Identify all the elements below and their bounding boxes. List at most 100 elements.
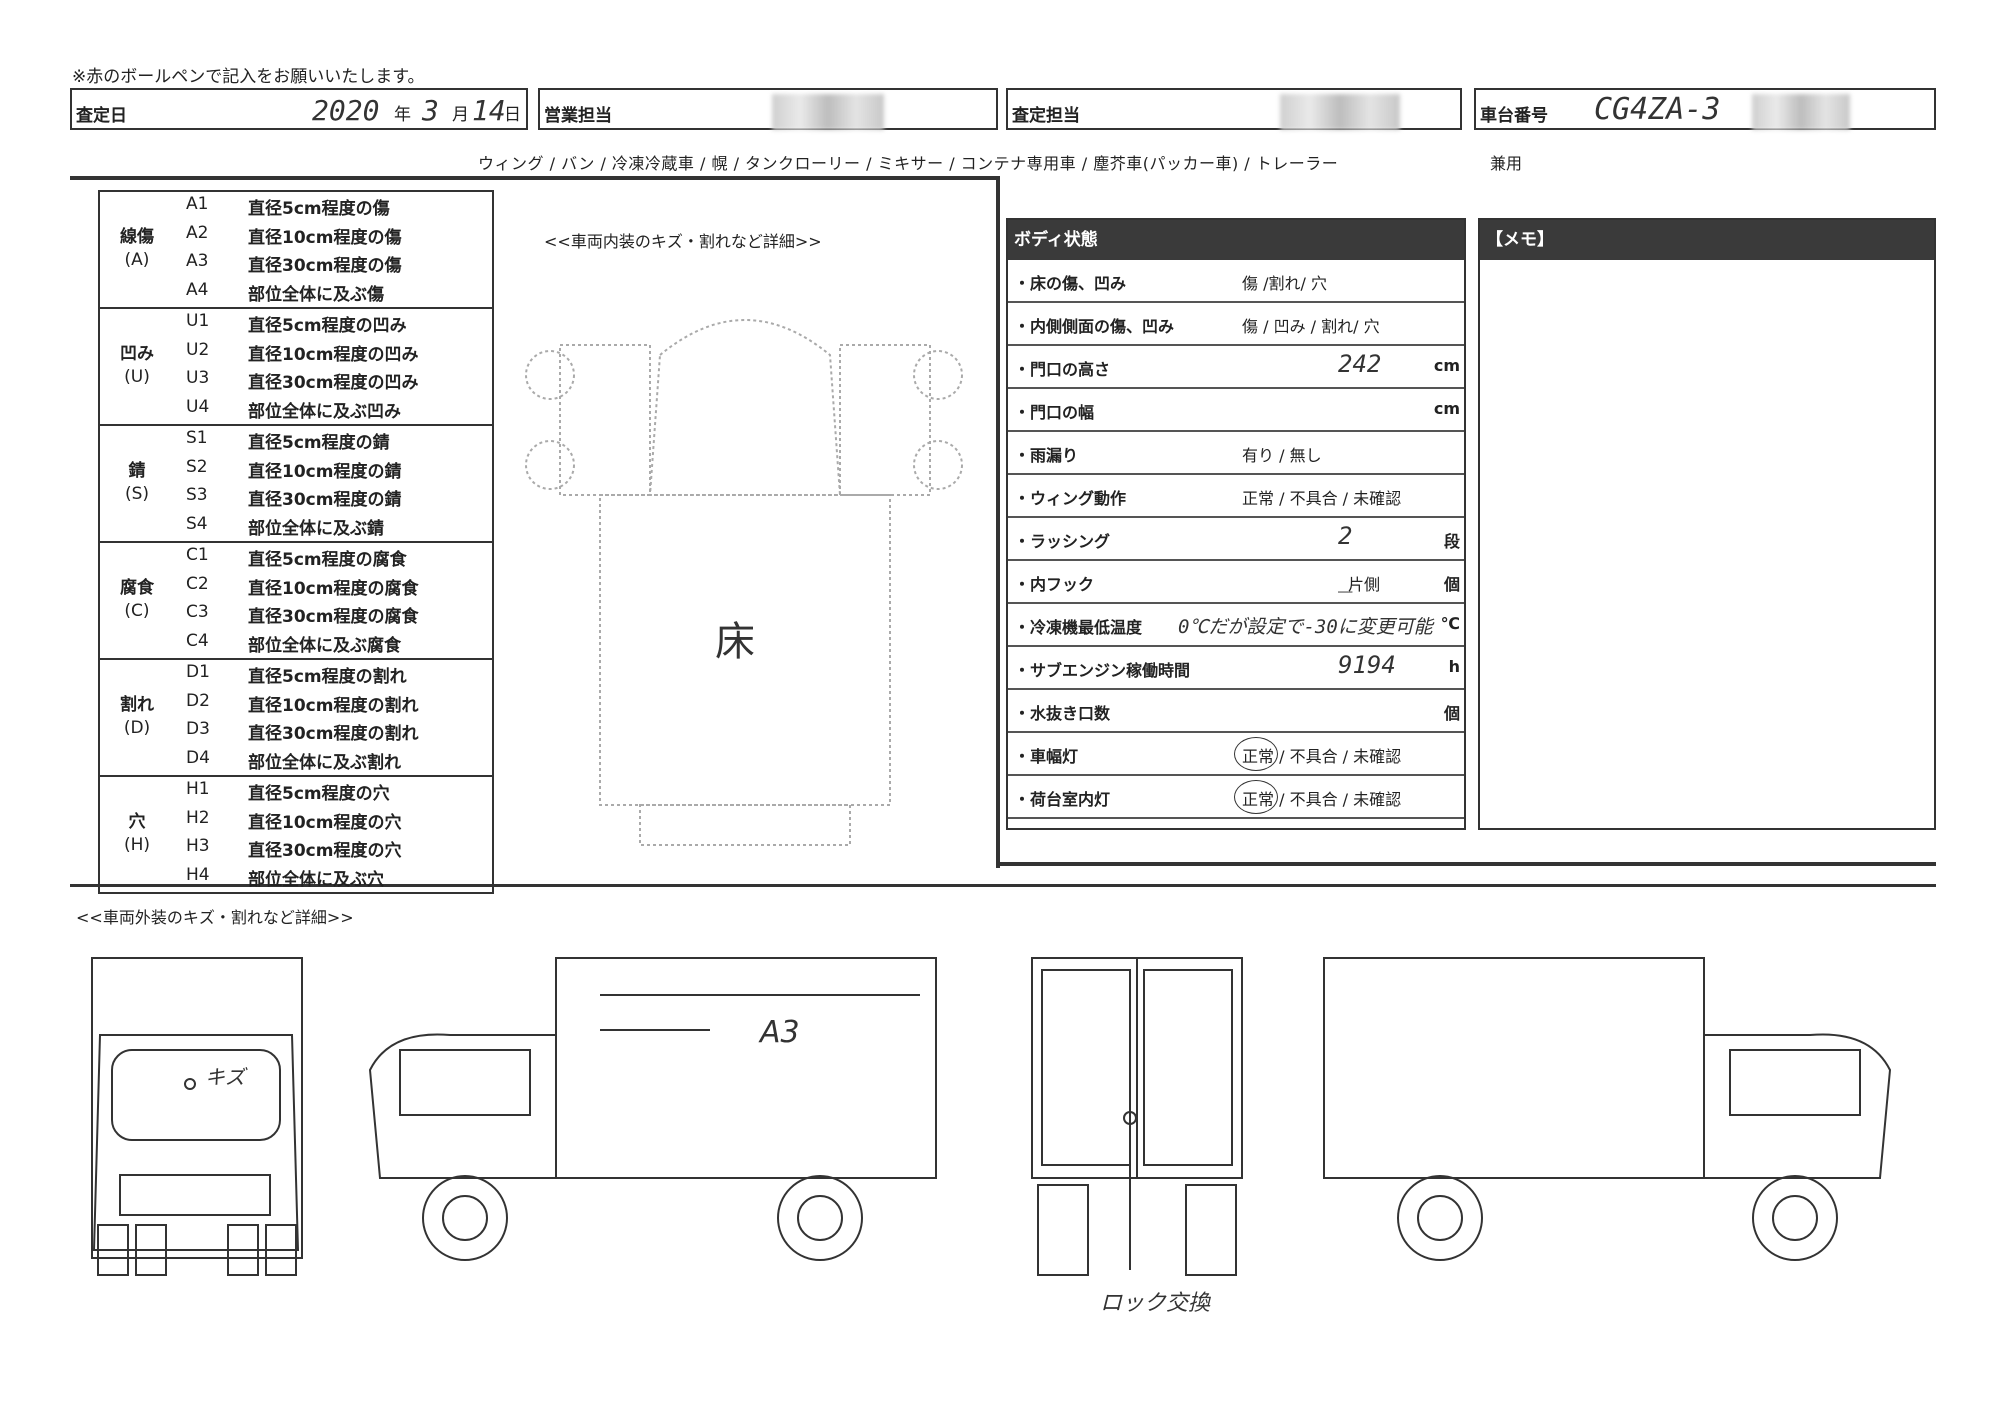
exterior-diagram[interactable]: キズ A3 ロック交換 [80, 950, 1940, 1330]
year-value: 2020 [312, 94, 380, 127]
legend-category-code: (C) [124, 601, 150, 621]
divider [70, 176, 1000, 180]
body-condition-value: 0℃だが設定で-30に変更可能 [1178, 616, 1433, 638]
month-value: 3 [422, 94, 439, 127]
instruction-note: ※赤のボールペンで記入をお願いいたします。 [72, 67, 425, 87]
interior-diagram[interactable]: 床 [520, 295, 970, 855]
body-condition-row[interactable]: ・内フック片側個_ [1008, 561, 1464, 604]
body-condition-row[interactable]: ・雨漏り 有り / 無し [1008, 432, 1464, 475]
legend-code: H2 [186, 807, 210, 828]
body-condition-label: ・水抜き口数 [1014, 704, 1111, 723]
legend-description: 直径10cm程度の錆 [248, 461, 402, 482]
legend-code: A1 [186, 194, 209, 214]
legend-category: 凹み [120, 344, 154, 364]
legend-code: S2 [186, 456, 208, 477]
body-condition-row[interactable]: ・床の傷、凹み傷 /割れ/ 穴 [1008, 260, 1464, 303]
body-condition-options[interactable]: 傷 / 凹み / 割れ/ 穴 [1242, 317, 1380, 336]
body-condition-options[interactable]: 正常 / 不具合 / 未確認 [1242, 489, 1402, 508]
body-condition-row[interactable]: ・水抜き口数 個 [1008, 690, 1464, 733]
legend-description: 直径30cm程度の凹み [248, 373, 419, 393]
legend-code: H4 [186, 864, 210, 885]
legend-category: 割れ [120, 695, 154, 715]
day-value: 14 [472, 94, 506, 127]
body-condition-value: 2 [1338, 522, 1353, 550]
legend-code: D1 [186, 662, 210, 682]
assessor-label: 査定担当 [1012, 106, 1080, 126]
body-condition-unit: 段 [1443, 532, 1460, 551]
legend-code: S1 [186, 428, 208, 448]
vehicle-type-combined[interactable]: 兼用 [1490, 154, 1523, 173]
body-condition-value: _ [1338, 565, 1353, 593]
body-condition-options[interactable]: 片側 [1348, 575, 1381, 594]
legend-category-code: (D) [123, 718, 151, 738]
year-unit: 年 [394, 105, 411, 125]
legend-code: C1 [186, 545, 209, 565]
selection-circle [1234, 737, 1278, 771]
body-condition-options[interactable]: 有り / 無し [1242, 446, 1322, 465]
body-condition-label: ・荷台室内灯 [1014, 790, 1111, 809]
annotation-side: A3 [758, 1015, 800, 1050]
body-condition-label: ・雨漏り [1014, 446, 1079, 465]
body-condition-row[interactable]: ・ウィング動作正常 / 不具合 / 未確認 [1008, 475, 1464, 518]
legend-description: 直径30cm程度の錆 [248, 490, 402, 510]
body-condition-label: ・車幅灯 [1014, 747, 1079, 766]
legend-description: 直径30cm程度の割れ [248, 724, 419, 744]
body-condition-row[interactable]: ・車幅灯 正常 / 不具合 / 未確認 [1008, 733, 1464, 776]
legend-code: D2 [186, 690, 210, 711]
day-unit: 日 [504, 105, 521, 125]
body-condition-options[interactable]: 正常 / 不具合 / 未確認 [1242, 747, 1402, 766]
legend-description: 直径5cm程度の傷 [248, 199, 390, 219]
body-condition-unit: 個 [1443, 575, 1460, 594]
legend-description: 直径10cm程度の腐食 [248, 578, 419, 599]
redacted-name [772, 94, 884, 130]
body-condition-row[interactable]: ・荷台室内灯 正常 / 不具合 / 未確認 [1008, 776, 1464, 819]
memo-box[interactable]: 【メモ】 [1478, 218, 1936, 830]
legend-description: 直径30cm程度の傷 [248, 256, 402, 276]
body-condition-label: ・門口の高さ [1014, 360, 1111, 379]
body-condition-label: ・内側側面の傷、凹み [1014, 317, 1175, 336]
legend-description: 部位全体に及ぶ傷 [248, 284, 384, 305]
body-condition-options[interactable]: 傷 /割れ/ 穴 [1242, 274, 1327, 293]
body-condition-row[interactable]: ・内側側面の傷、凹み 傷 / 凹み / 割れ/ 穴 [1008, 303, 1464, 346]
legend-description: 部位全体に及ぶ錆 [248, 518, 384, 539]
body-condition-options[interactable]: 正常 / 不具合 / 未確認 [1242, 790, 1402, 809]
divider [996, 862, 1936, 866]
legend-category: 線傷 [120, 227, 154, 247]
body-condition-label: ・サブエンジン稼働時間 [1014, 661, 1191, 680]
body-condition-value: 242 [1338, 350, 1382, 378]
body-condition-unit: 個 [1443, 704, 1460, 723]
legend-category-code: (A) [124, 250, 150, 270]
vehicle-type-list[interactable]: ウィング / バン / 冷凍冷蔵車 / 幌 / タンクローリー / ミキサー /… [478, 154, 1339, 173]
date-label: 査定日 [76, 106, 127, 126]
legend-description: 直径30cm程度の穴 [248, 841, 402, 861]
selection-circle [1234, 780, 1278, 814]
legend-category: 穴 [128, 812, 146, 832]
body-condition-label: ・冷凍機最低温度 [1014, 618, 1143, 637]
body-condition-label: ・門口の幅 [1014, 403, 1095, 422]
legend-code: S4 [186, 513, 208, 534]
legend-code: U2 [186, 339, 210, 360]
legend-description: 直径5cm程度の穴 [248, 784, 390, 804]
chassis-field[interactable]: 車台番号 CG4ZA-3 [1474, 88, 1936, 130]
date-field[interactable]: 査定日 2020 年 3 月 14 日 [70, 88, 528, 130]
assessor-field[interactable]: 査定担当 [1006, 88, 1462, 130]
legend-description: 部位全体に及ぶ穴 [248, 869, 384, 890]
legend-code: D4 [186, 747, 210, 768]
chassis-label: 車台番号 [1480, 106, 1548, 126]
divider [996, 176, 1000, 868]
legend-description: 部位全体に及ぶ腐食 [248, 635, 401, 656]
legend-description: 直径10cm程度の傷 [248, 227, 402, 248]
sales-field[interactable]: 営業担当 [538, 88, 998, 130]
legend-code: A3 [186, 251, 209, 271]
